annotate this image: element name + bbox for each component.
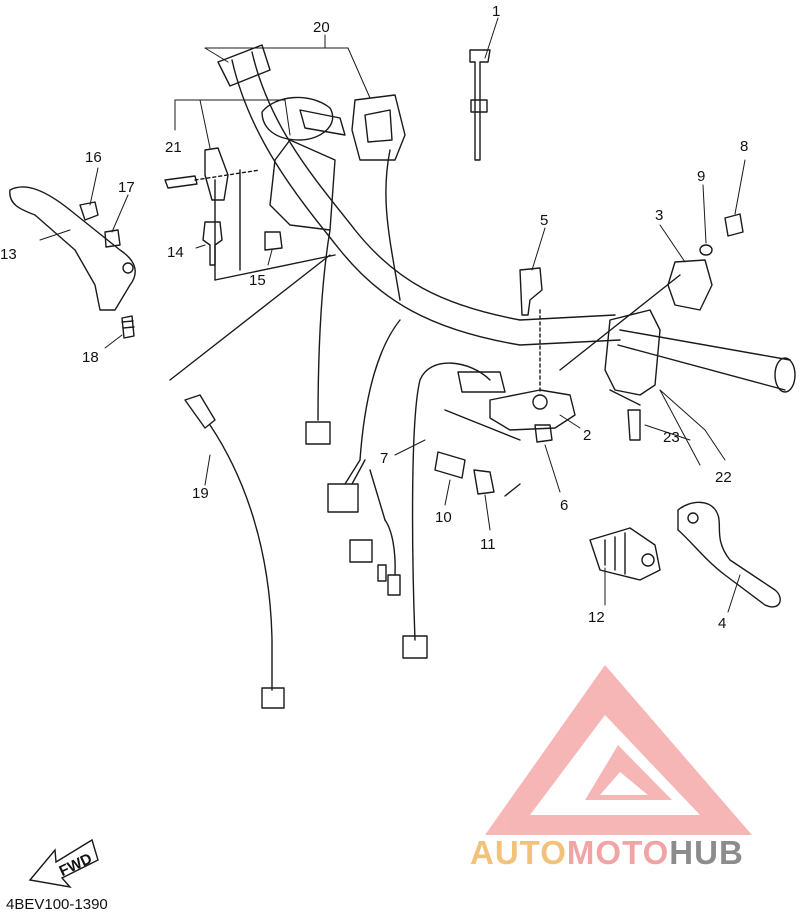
- part-number-20: 20: [313, 19, 330, 36]
- adjuster-and-nut: [434, 409, 521, 497]
- part-number-5: 5: [540, 212, 548, 229]
- part-number-10: 10: [435, 509, 452, 526]
- part-number-labels: 1 2 3 4 5 6 7 8 9 10 11 12 13 14 15 16 1…: [0, 3, 748, 632]
- brake-lever: [677, 501, 781, 608]
- part-number-16: 16: [85, 149, 102, 166]
- fwd-label: FWD: [57, 850, 95, 880]
- part-number-23: 23: [663, 429, 680, 446]
- part-number-22: 22: [715, 469, 732, 486]
- brake-switch-cable: [402, 362, 506, 659]
- master-cylinder-bracket: [489, 267, 576, 443]
- watermark-brand-text: AUTOMOTOHUB: [470, 834, 744, 872]
- right-switch-holder: [559, 259, 713, 441]
- cable-tie: [469, 49, 491, 161]
- handlebar: [217, 44, 796, 393]
- watermark-part-1: AUTO: [470, 834, 567, 871]
- part-number-3: 3: [655, 207, 663, 224]
- forward-arrow-icon: FWD: [28, 838, 99, 889]
- part-number-9: 9: [697, 168, 705, 185]
- watermark-logo-icon: [485, 665, 752, 835]
- part-number-6: 6: [560, 497, 568, 514]
- clutch-switch-cable: [169, 254, 331, 709]
- diagram-code: 4BEV100-1390: [6, 896, 108, 913]
- watermark-part-3: HUB: [669, 834, 744, 871]
- part-number-1: 1: [492, 3, 500, 20]
- throttle-housing: [589, 527, 661, 581]
- left-switch-harness: [305, 149, 401, 596]
- part-number-12: 12: [588, 609, 605, 626]
- part-number-4: 4: [718, 615, 726, 632]
- part-number-15: 15: [249, 272, 266, 289]
- small-fasteners: [79, 169, 336, 339]
- part-number-11: 11: [480, 536, 496, 553]
- part-number-17: 17: [118, 179, 135, 196]
- clutch-lever: [9, 186, 136, 311]
- callout-leader-lines: [39, 17, 746, 613]
- part-number-18: 18: [82, 349, 99, 366]
- part-number-7: 7: [380, 450, 388, 467]
- screw-and-washer: [699, 213, 744, 256]
- part-number-14: 14: [167, 244, 184, 261]
- part-number-21: 21: [165, 139, 182, 156]
- part-number-19: 19: [192, 485, 209, 502]
- bracket-holder: [164, 147, 261, 201]
- part-number-2: 2: [583, 427, 591, 444]
- watermark-part-2: MOTO: [566, 834, 670, 871]
- part-number-13: 13: [0, 246, 17, 263]
- part-number-8: 8: [740, 138, 748, 155]
- left-switch-assembly: [269, 94, 406, 231]
